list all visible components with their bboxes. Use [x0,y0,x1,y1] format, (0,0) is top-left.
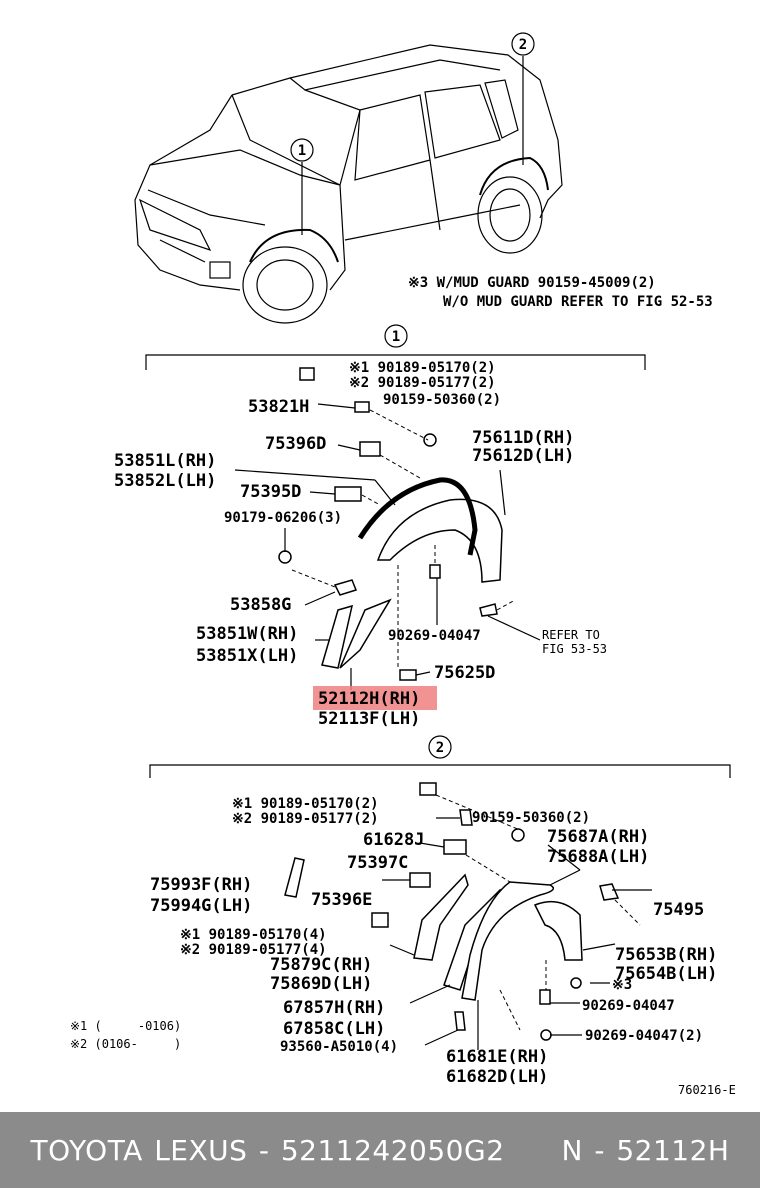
label-s1-p: REFER TO [542,628,600,642]
section-2-circle [428,735,452,759]
label-s2-u: 90269-04047 [582,998,675,1014]
label-s1-b: ※2 90189-05177(2) [349,375,496,391]
vehicle-illustration [134,32,563,324]
label-highlighted-part[interactable]: 52112H(RH) [318,689,420,709]
label-s2-k: 75495 [653,900,704,920]
label-s2-x: 61681E(RH) [446,1047,548,1067]
label-s1-j: 75395D [240,482,301,502]
section-2-bracket [149,764,731,778]
label-s2-e: 75687A(RH) [547,827,649,847]
label-s1-i: 53852L(LH) [114,471,216,491]
label-s1-f: 75611D(RH) [472,428,574,448]
label-s1-m: 53851W(RH) [196,624,298,644]
label-s2-d: 61628J [363,830,424,850]
label-s2-g: 75397C [347,853,408,873]
label-s1-g: 75612D(LH) [472,446,574,466]
footer-bar: TOYOTA LEXUS - 5211242050G2 N - 52112H [0,1112,760,1188]
label-s1-l: 53858G [230,595,291,615]
callout-2-top: 2 [519,37,527,53]
label-s2-c: 90159-50360(2) [472,810,590,826]
figure-code: 760216-E [678,1083,736,1097]
label-s2-f: 75688A(LH) [547,847,649,867]
label-s1-c: 90159-50360(2) [383,392,501,408]
parts-diagram: 1 2 ※3 W/MUD GUARD 90159-45009(2) W/O MU… [70,32,736,1097]
footer-part-info: TOYOTA LEXUS - 5211242050G2 N - 52112H [30,1134,730,1167]
label-s2-w: 93560-A5010(4) [280,1039,398,1055]
label-s2-b: ※2 90189-05177(2) [232,811,379,827]
section-2-number: 2 [436,740,444,756]
label-s1-o: 90269-04047 [388,628,481,644]
label-s2-r: ※3 [612,977,632,993]
section-1-number: 1 [392,329,400,345]
label-s1-k: 90179-06206(3) [224,510,342,526]
label-s2-l: ※1 90189-05170(4) [180,927,327,943]
label-s2-v: 90269-04047(2) [585,1028,703,1044]
label-s2-i: 75994G(LH) [150,896,252,916]
mudguard-note-1: ※3 W/MUD GUARD 90159-45009(2) [408,275,656,291]
label-s2-j: 75396E [311,890,372,910]
label-s1-n: 53851X(LH) [196,646,298,666]
label-s2-t: 67858C(LH) [283,1019,385,1039]
section-1-parts [234,367,541,690]
section-1-circle [384,324,408,348]
label-s2-q: 75654B(LH) [615,964,717,984]
callout-1-top: 1 [298,143,306,159]
label-s2-o: 75869D(LH) [270,974,372,994]
label-s2-y: 61682D(LH) [446,1067,548,1087]
label-s2-a: ※1 90189-05170(2) [232,796,379,812]
label-s2-n: 75879C(RH) [270,955,372,975]
label-s1-q: FIG 53-53 [542,642,607,656]
label-s2-m: ※2 90189-05177(4) [180,942,327,958]
highlight-box[interactable] [313,686,437,710]
label-s1-a: ※1 90189-05170(2) [349,360,496,376]
label-s2-p: 75653B(RH) [615,945,717,965]
label-s1-d: 53821H [248,397,309,417]
section-2-parts [284,782,652,1050]
label-s1-s: 52113F(LH) [318,709,420,729]
label-s1-h: 53851L(RH) [114,451,216,471]
label-s1-e: 75396D [265,434,326,454]
legend-line-2: ※2 (0106- ) [70,1037,181,1051]
section-1-bracket [145,354,646,370]
legend-line-1: ※1 ( -0106) [70,1019,181,1033]
label-s2-s: 67857H(RH) [283,998,385,1018]
mudguard-note-2: W/O MUD GUARD REFER TO FIG 52-53 [443,294,713,310]
label-s2-h: 75993F(RH) [150,875,252,895]
label-s1-r: 75625D [434,663,495,683]
